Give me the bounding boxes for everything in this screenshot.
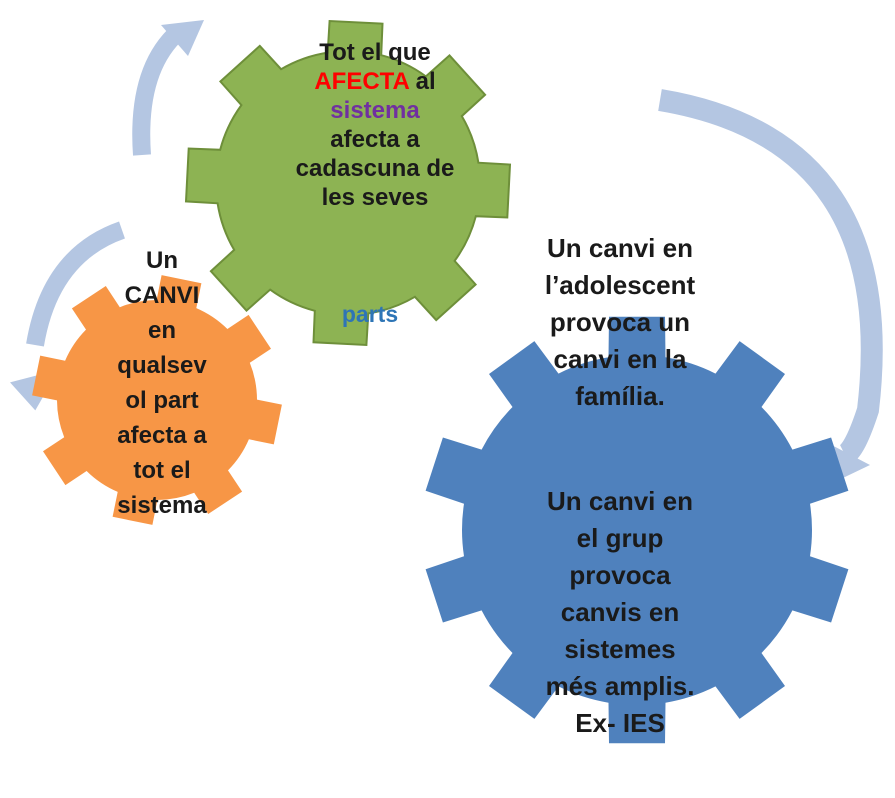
green-line-1: Tot el que xyxy=(319,39,431,66)
blue-p2-line-7: Ex- IES xyxy=(575,708,665,738)
green-gear-text: Tot el que AFECTA al sistema afecta a ca… xyxy=(255,38,495,212)
top-left-cycle-arrow xyxy=(132,20,204,156)
blue-p2-line-3: provoca xyxy=(569,560,671,590)
parts-highlight: parts xyxy=(341,301,399,327)
green-line-6: les seves xyxy=(321,184,429,211)
orange-gear-text: Un CANVI en qualsev ol part afecta a tot… xyxy=(92,243,232,523)
blue-p2-line-1: Un canvi en xyxy=(547,486,693,516)
blue-p2-line-4: canvis en xyxy=(560,597,680,627)
orange-gear xyxy=(32,275,282,525)
green-line-4: afecta a xyxy=(330,126,420,153)
blue-p1-line-2: l’adolescent xyxy=(544,270,696,300)
afecta-highlight: AFECTA xyxy=(314,68,409,95)
orange-line-7: tot el xyxy=(133,457,191,484)
orange-line-4: qualsev xyxy=(117,352,207,379)
blue-p2-line-2: el grup xyxy=(576,523,664,553)
blue-p1-line-5: família. xyxy=(575,381,665,411)
green-gear xyxy=(184,19,512,347)
blue-gear xyxy=(425,316,849,744)
orange-line-3: en xyxy=(147,317,176,344)
blue-p2-line-5: sistemes xyxy=(564,634,676,664)
blue-p1-line-3: provoca un xyxy=(549,307,691,337)
orange-line-6: afecta a xyxy=(117,422,207,449)
orange-line-8: sistema xyxy=(117,492,207,519)
orange-line-5: ol part xyxy=(125,387,199,414)
blue-gear-paragraph-2: Un canvi en el grup provoca canvis en si… xyxy=(500,483,740,742)
blue-p1-line-4: canvi en la xyxy=(553,344,687,374)
blue-p2-line-6: més amplis. xyxy=(545,671,695,701)
blue-gear-paragraph-1: Un canvi en l’adolescent provoca un canv… xyxy=(500,230,740,415)
orange-line-2: CANVI xyxy=(124,282,200,309)
green-line-5: cadascuna de xyxy=(295,155,455,182)
sistema-highlight: sistema xyxy=(330,97,420,124)
orange-line-1: Un xyxy=(146,247,178,274)
green-line-2: AFECTA al xyxy=(255,67,495,96)
blue-p1-line-1: Un canvi en xyxy=(547,233,693,263)
al-word: al xyxy=(408,68,436,95)
